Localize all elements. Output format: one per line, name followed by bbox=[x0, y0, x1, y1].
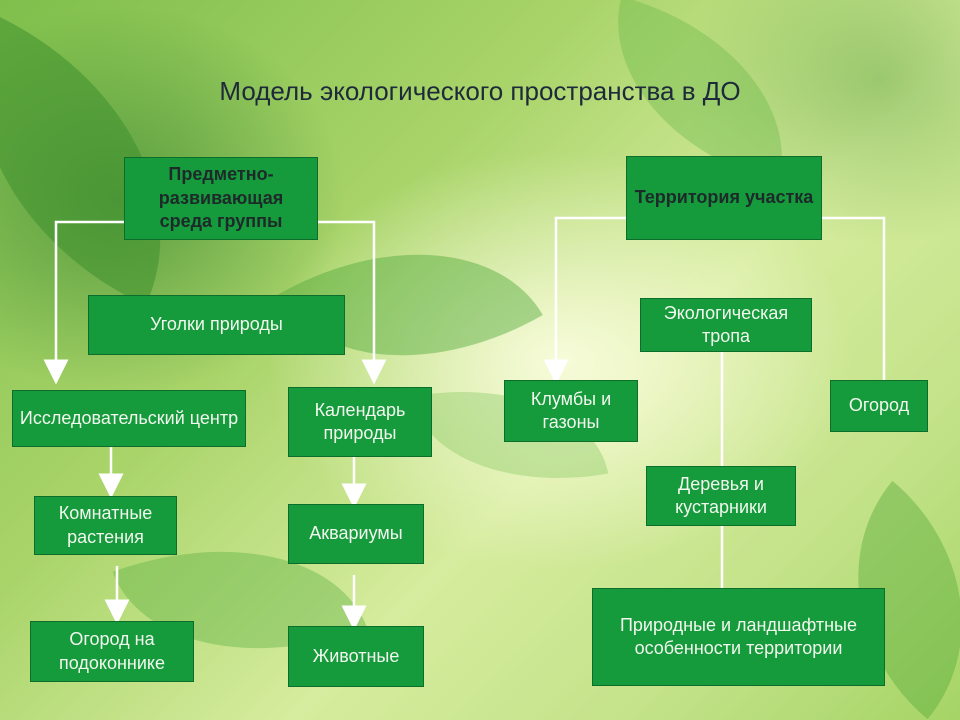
node-prirodnye-i-landshaftnye-osobennosti: Природные и ландшафтные особенности терр… bbox=[592, 588, 885, 686]
node-akvariumy: Аквариумы bbox=[288, 504, 424, 564]
connector-territoria-klumby bbox=[543, 216, 626, 385]
node-issledovatelskiy-centr: Исследовательский центр bbox=[12, 390, 246, 447]
node-predmetno-razvivayushchaya-sreda: Предметно-развивающая среда группы bbox=[124, 157, 318, 240]
node-ogorod: Огород bbox=[830, 380, 928, 432]
node-ekologicheskaya-tropa: Экологическая тропа bbox=[640, 298, 812, 352]
node-territoriya-uchastka: Территория участка bbox=[626, 156, 822, 240]
connector-territoria-ogorod bbox=[822, 216, 886, 380]
connector-predmetno-kalendar bbox=[318, 220, 387, 385]
node-ogorod-na-podokonnike: Огород на подоконнике bbox=[30, 621, 194, 682]
node-zhivotnye: Животные bbox=[288, 626, 424, 687]
node-ugolki-prirody: Уголки природы bbox=[88, 295, 345, 355]
node-klumby-i-gazony: Клумбы и газоны bbox=[504, 380, 638, 442]
connector-predmetno-issled bbox=[43, 220, 124, 385]
diagram-title: Модель экологического пространства в ДО bbox=[219, 76, 741, 106]
node-derevya-i-kustarniki: Деревья и кустарники bbox=[646, 466, 796, 526]
node-komnatnye-rasteniya: Комнатные растения bbox=[34, 496, 177, 555]
node-kalendar-prirody: Календарь природы bbox=[288, 387, 432, 457]
